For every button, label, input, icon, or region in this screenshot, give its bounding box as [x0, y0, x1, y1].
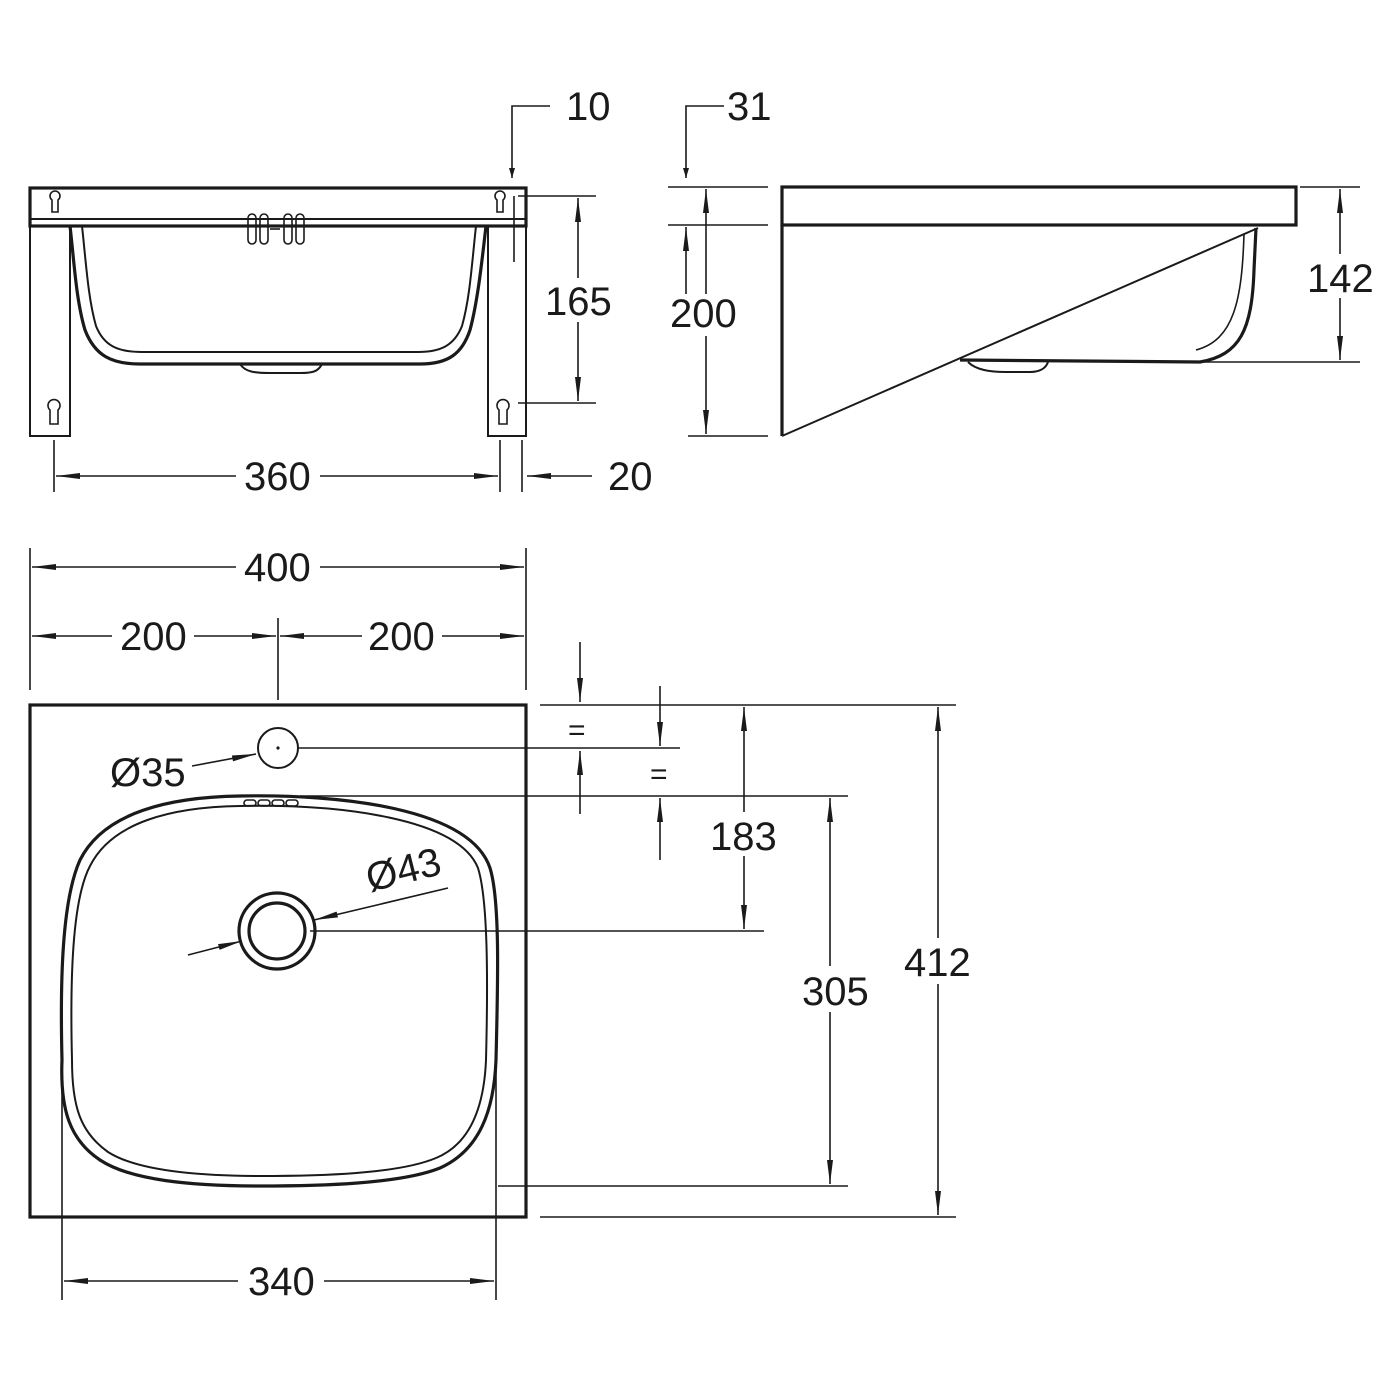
front-bowl	[68, 225, 488, 366]
dim-tap-hole: Ø35	[110, 751, 186, 795]
drain-icon	[237, 891, 317, 971]
dim-bracket-spacing: 360	[244, 455, 311, 499]
keyhole-icon	[47, 190, 515, 425]
side-view: 31 200 142	[668, 85, 1374, 437]
equal-mark-2: =	[650, 758, 668, 791]
side-bowl	[959, 227, 1258, 364]
front-rim	[28, 186, 528, 228]
overflow-slots-icon	[243, 799, 299, 807]
side-drain	[967, 361, 1049, 373]
dim-total-depth: 412	[904, 941, 971, 985]
dim-total-width: 400	[244, 546, 311, 590]
dim-bowl-length: 305	[802, 970, 869, 1014]
dim-bracket-width: 20	[608, 455, 653, 499]
dim-rim-thickness: 31	[727, 85, 772, 129]
dim-total-height: 200	[670, 292, 737, 336]
dim-half-right: 200	[368, 615, 435, 659]
dim-drain-offset: 183	[710, 815, 777, 859]
side-rim	[780, 185, 1298, 227]
dim-bowl-height: 165	[545, 280, 612, 324]
dim-bowl-width: 340	[248, 1260, 315, 1304]
front-view: 10 165 360 20	[28, 85, 653, 499]
top-plate	[28, 703, 528, 1219]
dim-bowl-depth: 142	[1307, 257, 1374, 301]
dim-top-offset: 10	[566, 85, 611, 129]
dim-half-left: 200	[120, 615, 187, 659]
equal-mark-1: =	[568, 714, 586, 747]
top-view: 400 200 200 Ø35 Ø43 = = 183	[28, 546, 971, 1304]
top-bowl	[59, 794, 500, 1188]
front-drain	[239, 363, 323, 374]
side-bracket	[781, 227, 1259, 437]
overflow-slots-icon	[247, 213, 305, 245]
